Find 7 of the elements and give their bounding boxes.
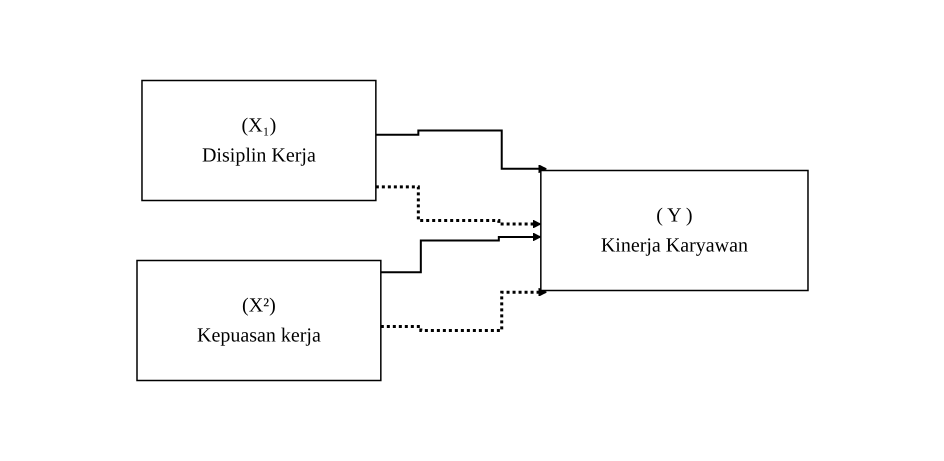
arrow: [375, 185, 541, 228]
node-box: ( Y ) Kinerja Karyawan: [540, 170, 808, 292]
node-box: (X²) Kepuasan kerja: [136, 260, 382, 382]
arrow: [380, 232, 541, 274]
node-box: (X₁) Disiplin Kerja: [140, 80, 376, 202]
arrow: [380, 288, 547, 332]
arrow: [375, 130, 547, 174]
